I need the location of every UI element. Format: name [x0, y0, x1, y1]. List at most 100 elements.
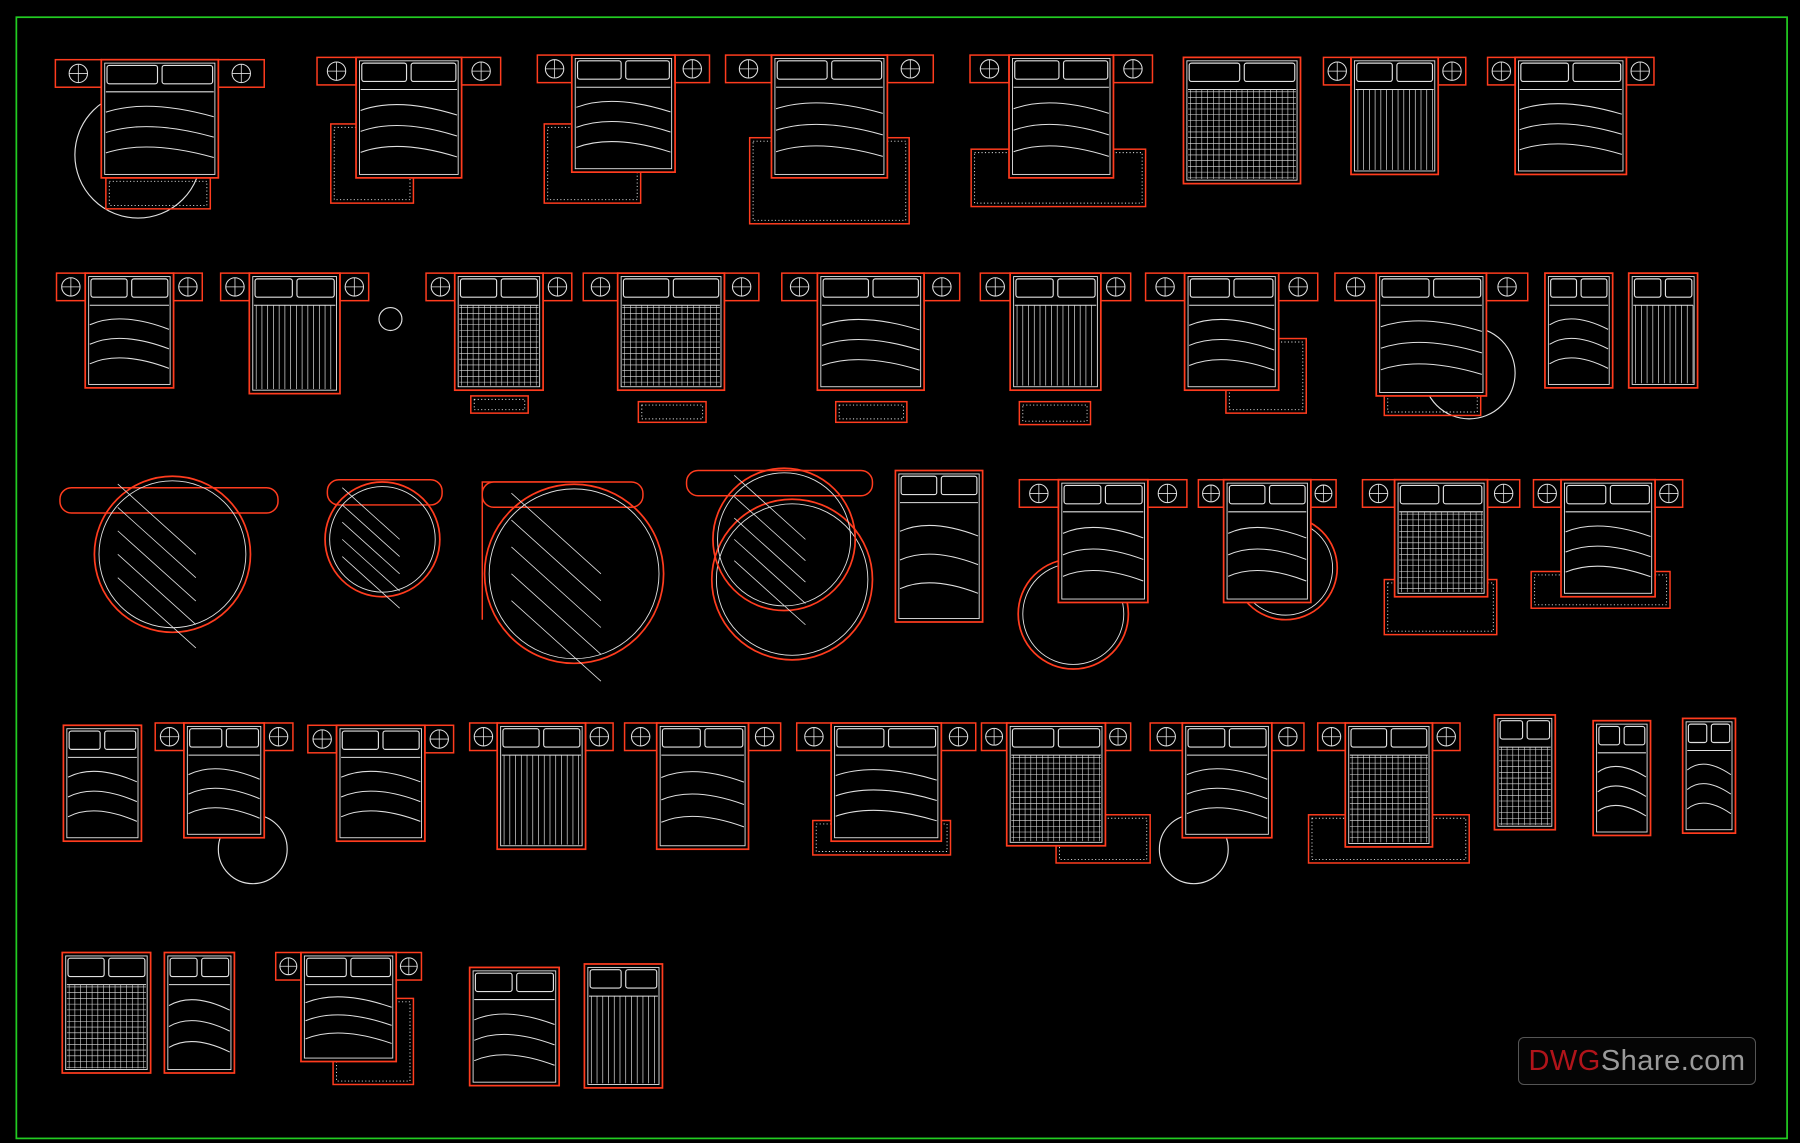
mattress-outline [1547, 276, 1610, 385]
lamp-cross [631, 727, 650, 746]
mattress-outline [1348, 725, 1430, 844]
blanket-fold [1549, 337, 1609, 350]
pillow [1396, 62, 1434, 83]
nightstand [781, 272, 819, 302]
nightstand [1197, 478, 1225, 508]
nightstand [623, 722, 658, 752]
bedspread-line [117, 507, 197, 578]
nightstand [1147, 478, 1188, 508]
nightstand [1334, 272, 1377, 302]
blanket-fold [1227, 548, 1307, 560]
pillow [201, 957, 230, 978]
blanket-fold [1519, 143, 1622, 155]
bed-frame [163, 951, 236, 1074]
bed-frame [1393, 478, 1489, 598]
lamp-cross [61, 277, 81, 297]
lamp-cross [313, 729, 332, 749]
lamp-cross [755, 727, 774, 746]
lamp-cross [1631, 61, 1650, 81]
bed-block [62, 724, 143, 843]
blanket-fold [1597, 805, 1647, 817]
blanket-fold [168, 1020, 231, 1032]
bed-frame [770, 54, 889, 179]
nightstand [584, 722, 614, 752]
mattress-outline [66, 728, 139, 839]
blanket-fold [661, 771, 745, 783]
nightstand [263, 722, 294, 752]
nightstand [940, 722, 977, 752]
bed-frame [1681, 717, 1737, 835]
round-inner [488, 488, 660, 660]
lamp-cross [345, 277, 364, 297]
bed-frame [1222, 478, 1312, 604]
blanket-fold [1380, 341, 1482, 354]
nightstand [1486, 56, 1516, 86]
blanket-fold [835, 789, 937, 801]
lamp-cross [160, 727, 179, 746]
nightstand [219, 272, 251, 302]
blanket-fold [188, 768, 260, 780]
pillow [661, 728, 701, 748]
pillow [1228, 484, 1266, 505]
nightstand [723, 272, 760, 302]
lamp-cross [1106, 277, 1125, 297]
nightstand [979, 272, 1011, 302]
bed-frame [300, 951, 398, 1063]
round-shape [483, 483, 665, 665]
nightstand [969, 54, 1010, 84]
bed-block [1361, 478, 1521, 636]
bed-blocks [54, 54, 1737, 1089]
lamp-cross [739, 59, 758, 79]
lamp-cross [591, 277, 610, 297]
mattress-outline [88, 276, 171, 385]
nightstand [154, 722, 185, 752]
lamp-cross [932, 277, 952, 297]
bed-frame [1009, 272, 1102, 392]
nightstand [424, 724, 455, 754]
bed-frame [894, 469, 984, 623]
round-shape [93, 475, 252, 634]
pillow [576, 60, 622, 80]
pillow [625, 969, 658, 989]
pillow [1104, 484, 1143, 505]
pillow [350, 957, 392, 978]
bed-block [219, 272, 403, 395]
bedspread-line [734, 517, 806, 583]
blanket-fold [67, 810, 138, 822]
blanket-fold [474, 1033, 555, 1046]
bed-block [1182, 56, 1302, 185]
pillow [1499, 720, 1524, 740]
lamp-cross [279, 957, 297, 975]
lamp-cross [474, 727, 493, 746]
nightstand [307, 724, 338, 754]
bed-frame [583, 963, 664, 1089]
bed-frame [355, 56, 463, 179]
lamp-cross [1492, 61, 1511, 81]
pillow [625, 60, 670, 80]
rug [637, 400, 707, 424]
blanket-fold [105, 146, 214, 159]
blanket-fold [1188, 339, 1275, 351]
pillow [887, 728, 937, 748]
bed-frame [61, 951, 152, 1074]
mattress-outline [186, 725, 262, 835]
mattress-outline [1353, 60, 1436, 172]
blanket-fold [576, 100, 671, 113]
lamp-cross [590, 727, 609, 746]
bed-block [163, 951, 236, 1074]
bedspread-line [342, 521, 400, 575]
blanket-fold [1565, 565, 1651, 578]
pillow [382, 730, 420, 750]
bed-block [1627, 272, 1699, 389]
bed-frame [1183, 272, 1280, 392]
mattress-outline [472, 970, 557, 1083]
mattress-outline [774, 58, 885, 175]
blanket-fold [1519, 103, 1622, 115]
blanket-fold [1013, 145, 1110, 157]
pillow [1710, 723, 1731, 744]
pillow [90, 278, 128, 298]
blanket-fold [821, 339, 920, 351]
bed-frame [1375, 272, 1488, 397]
bed-frame [100, 58, 220, 179]
round-bed-block [59, 475, 279, 649]
